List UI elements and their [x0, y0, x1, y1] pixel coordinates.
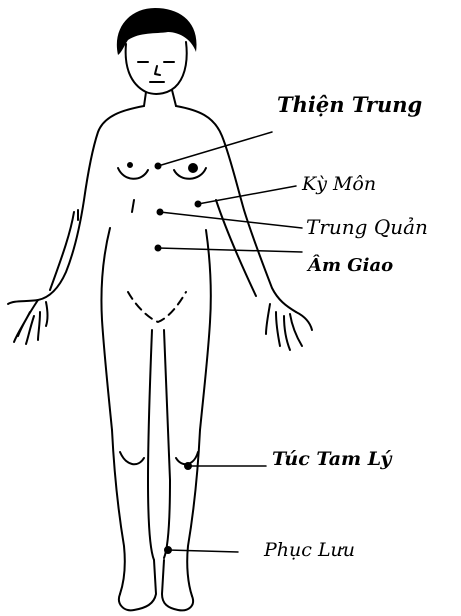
label-ky-mon: Kỳ Môn: [302, 175, 376, 194]
leader-phuc-luu: [168, 550, 238, 552]
label-trung-quan: Trung Quản: [306, 217, 428, 237]
inner-left-leg: [148, 330, 154, 560]
right-outline: [176, 106, 296, 312]
left-leg: [112, 430, 125, 594]
label-tuc-tam-ly: Túc Tam Lý: [272, 450, 391, 469]
point-trung-quan: [158, 210, 163, 215]
point-tuc-tam-ly: [185, 463, 191, 469]
leader-am-giao: [158, 248, 302, 252]
point-thien-trung: [156, 164, 161, 169]
point-phuc-luu: [165, 547, 171, 553]
nose: [155, 66, 160, 75]
leader-ky-mon: [198, 186, 296, 204]
left-outline: [38, 106, 144, 300]
nipple-right: [189, 164, 197, 172]
groin: [128, 292, 186, 322]
hip-left: [101, 228, 112, 430]
nipple-left: [128, 163, 132, 167]
hair: [117, 8, 197, 55]
hip-right: [200, 230, 211, 430]
inner-arm-right: [216, 200, 256, 296]
right-hand: [266, 304, 312, 350]
label-am-giao: Âm Giao: [308, 257, 393, 275]
label-thien-trung: Thiện Trung: [277, 94, 422, 115]
left-hand: [8, 300, 48, 344]
leader-trung-quan: [160, 212, 302, 228]
belly-mark: [78, 200, 134, 220]
label-phuc-luu: Phục Lưu: [264, 541, 355, 560]
point-ky-mon: [196, 202, 201, 207]
point-am-giao: [156, 246, 161, 251]
inner-right-leg: [164, 330, 170, 558]
leader-thien-trung: [158, 132, 272, 166]
